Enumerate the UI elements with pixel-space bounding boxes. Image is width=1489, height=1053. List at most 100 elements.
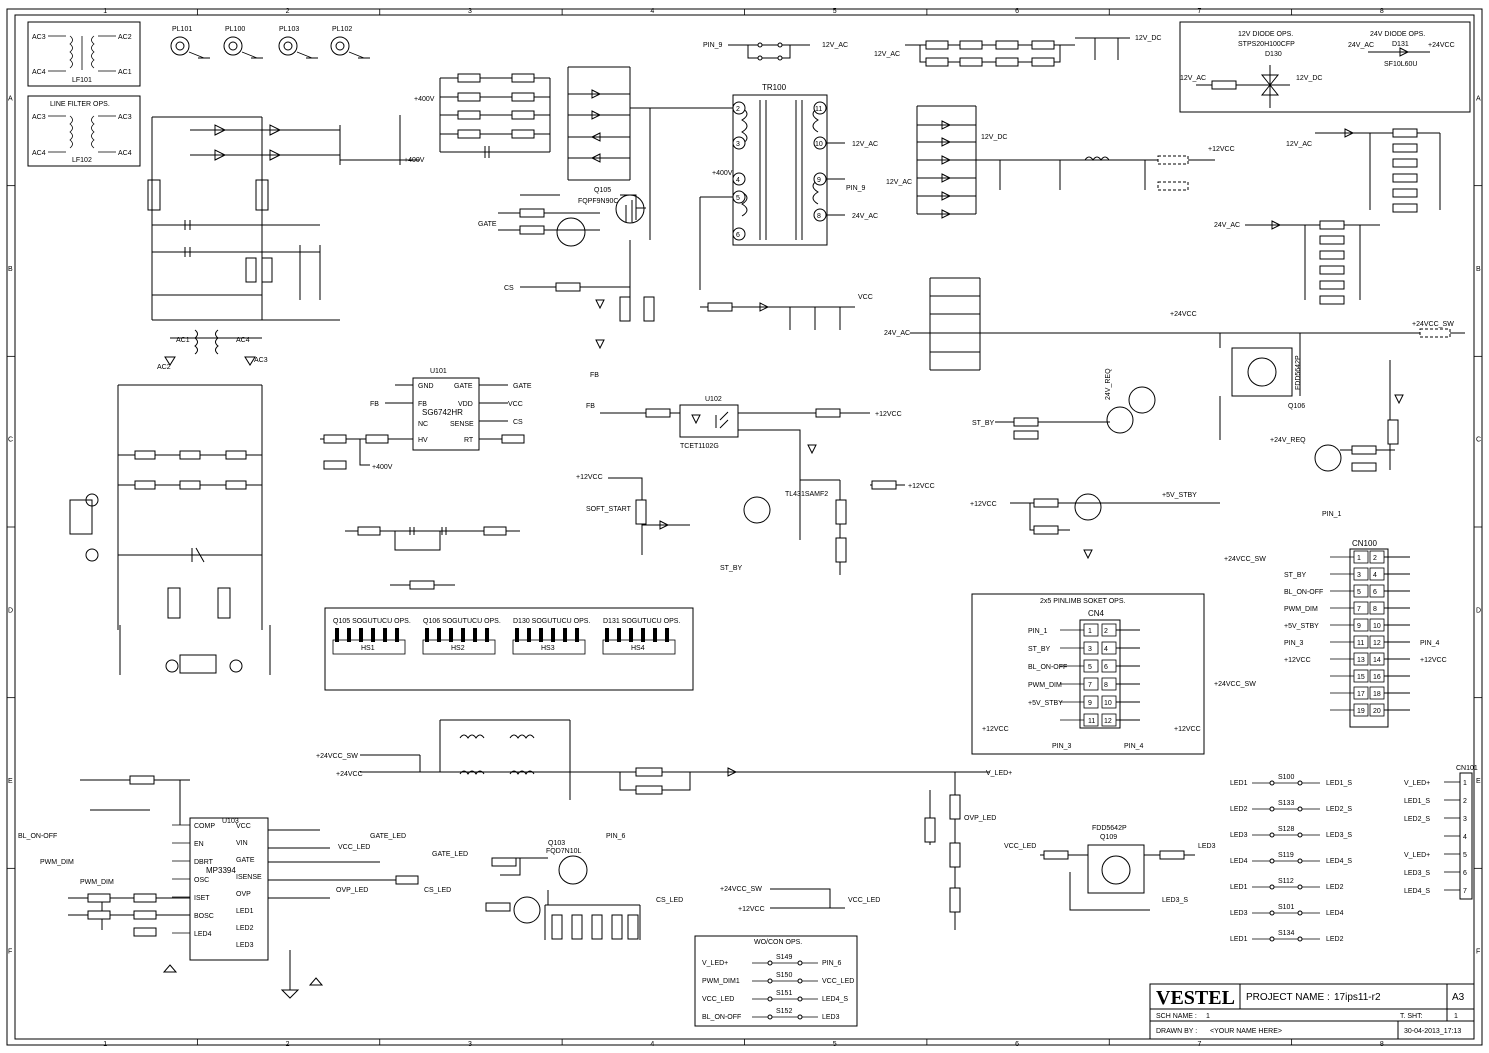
- cn100-pin: 3: [1357, 572, 1361, 579]
- row-label-right: A: [1476, 95, 1481, 102]
- u101-pin-gate: GATE: [454, 383, 473, 390]
- date-value: 30-04-2013_17:13: [1404, 1028, 1461, 1035]
- u103-pin-right: OVP: [236, 891, 251, 898]
- u103-pin-left: BOSC: [194, 913, 214, 920]
- u102-part: TCET1102G: [680, 443, 719, 450]
- heatsink-body: [422, 639, 496, 655]
- lf101-pin-4: AC1: [118, 69, 132, 76]
- net-pwmdim-u103: PWM_DIM: [40, 859, 74, 866]
- heatsink-fin: [425, 628, 429, 642]
- cn4-pin: 1: [1088, 628, 1092, 635]
- tr100-pin-8: 8: [817, 213, 821, 220]
- pl-connectors: PL101 PL100 PL103 PL102: [170, 26, 370, 59]
- heatsink-fin: [383, 628, 387, 642]
- cn101-pin: 2: [1463, 798, 1467, 805]
- cn100-pin: 8: [1373, 606, 1377, 613]
- row-label-right: D: [1476, 607, 1481, 614]
- pl103-label: PL103: [279, 26, 299, 33]
- heatsink-fin: [371, 628, 375, 642]
- u103-pin-left: OSC: [194, 877, 209, 884]
- cn101-block: CN101 1V_LED+2LED1_S3LED2_S45V_LED+6LED3…: [1404, 765, 1478, 900]
- standby-section: ST_BY +12VCC +5V_STBY: [970, 417, 1220, 560]
- led-right-net: LED2: [1326, 884, 1344, 891]
- net-fb-b: FB: [370, 401, 379, 408]
- heatsink-fin: [515, 628, 519, 642]
- drawn-label: DRAWN BY :: [1156, 1028, 1197, 1035]
- net-400v-a: +400V: [404, 157, 425, 164]
- cn4-pin: 2: [1104, 628, 1108, 635]
- tr100-transformer: TR100 2 3 4 5 6 11 10 9 8 12V_AC PIN_9 2…: [650, 83, 878, 290]
- lf101-pin-2: AC4: [32, 69, 46, 76]
- cn100-pin: 6: [1373, 589, 1377, 596]
- net-vccled-jmp: VCC_LED: [848, 897, 880, 904]
- net-12vdc-top: 12V_DC: [1135, 35, 1161, 42]
- net-ovpled-boost: OVP_LED: [964, 815, 996, 822]
- heatsink-fin: [539, 628, 543, 642]
- net-12vcc-rect: +12VCC: [1208, 146, 1235, 153]
- col-label-bottom: 2: [286, 1041, 290, 1048]
- led-right-net: LED2: [1326, 936, 1344, 943]
- net-fb-c: FB: [586, 403, 595, 410]
- cn4-net: ST_BY: [1028, 646, 1051, 653]
- q109-block: FDD5642P Q109 VCC_LED LED3 LED3_S: [1004, 825, 1216, 911]
- cn101-pin: 5: [1463, 852, 1467, 859]
- title-block: VESTEL PROJECT NAME : 17ips11-r2 A3 SCH …: [1149, 983, 1475, 1040]
- heatsink-fin: [653, 628, 657, 642]
- tr100-pin-6: 6: [736, 232, 740, 239]
- cn4-net: +5V_STBY: [1028, 700, 1063, 707]
- project-label: PROJECT NAME :: [1246, 992, 1330, 1003]
- col-label-top: 8: [1380, 8, 1384, 15]
- brand-logo: VESTEL: [1156, 987, 1235, 1009]
- cn100-pin: 7: [1357, 606, 1361, 613]
- net-ac4: AC4: [236, 337, 250, 344]
- net-pin9-tr: PIN_9: [846, 185, 866, 192]
- heatsink-fin: [359, 628, 363, 642]
- cn100-pin: 4: [1373, 572, 1377, 579]
- lf102-block: LINE FILTER OPS. AC3 AC4 AC3 AC4 LF102: [27, 95, 141, 167]
- col-label-top: 7: [1197, 8, 1201, 15]
- pl102-label: PL102: [332, 26, 352, 33]
- u101-ic: U101 SG6742HR GND FB NC HV GATE VDD SENS…: [320, 368, 532, 471]
- net-ac1: AC1: [176, 337, 190, 344]
- heatsink-fin: [617, 628, 621, 642]
- net-400v-c: +400V: [372, 464, 393, 471]
- net-24vsw-boost: +24VCC_SW: [316, 753, 358, 760]
- cn100-pin: 12: [1373, 640, 1381, 647]
- cn100-pin: 17: [1357, 691, 1365, 698]
- cn4-title: 2x5 PINLIMB SOKET OPS.: [1040, 598, 1126, 605]
- q103-ref: Q103: [548, 840, 565, 847]
- wo-jumper: S150: [776, 972, 792, 979]
- heatsink-body: [512, 639, 586, 655]
- u101-part: SG6742HR: [422, 408, 463, 417]
- col-label-top: 6: [1015, 8, 1019, 15]
- u102-opto: U102 TCET1102G FB +12VCC TL431SAMF2 +12V…: [586, 396, 935, 575]
- heatsink-name: HS3: [541, 645, 555, 652]
- net-led3-q109: LED3: [1198, 843, 1216, 850]
- col-label-bottom: 7: [1197, 1041, 1201, 1048]
- net-12vac-tr: 12V_AC: [852, 141, 878, 148]
- tl431-label: TL431SAMF2: [785, 491, 828, 498]
- net-pin9-top: PIN_9: [703, 42, 723, 49]
- led-jumper: S119: [1278, 852, 1294, 859]
- project-name: 17ips11-r2: [1334, 992, 1381, 1003]
- led-left-net: LED4: [1230, 858, 1248, 865]
- diode12-note: 12V DIODE OPS.: [1238, 31, 1293, 38]
- u103-pin-left: ISET: [194, 895, 210, 902]
- u101-pin-sense: SENSE: [450, 421, 474, 428]
- cn100-pin: 19: [1357, 708, 1365, 715]
- net-pin6-boost: PIN_6: [606, 833, 626, 840]
- led-left-net: LED1: [1230, 936, 1248, 943]
- u103-pin-right: LED3: [236, 942, 254, 949]
- tr100-pin-2: 2: [736, 106, 740, 113]
- heatsink-fin: [485, 628, 489, 642]
- wo-right-net: PIN_6: [822, 960, 842, 967]
- net-vccled-q109: VCC_LED: [1004, 843, 1036, 850]
- rectifier-12v: 12V_AC 12V_DC +12VCC: [886, 105, 1235, 219]
- cn100-net-left: BL_ON-OFF: [1284, 589, 1323, 596]
- net-vcc-a: VCC: [508, 401, 523, 408]
- u101-pin-rt: RT: [464, 437, 474, 444]
- heatsink-fin: [665, 628, 669, 642]
- led-left-net: LED1: [1230, 780, 1248, 787]
